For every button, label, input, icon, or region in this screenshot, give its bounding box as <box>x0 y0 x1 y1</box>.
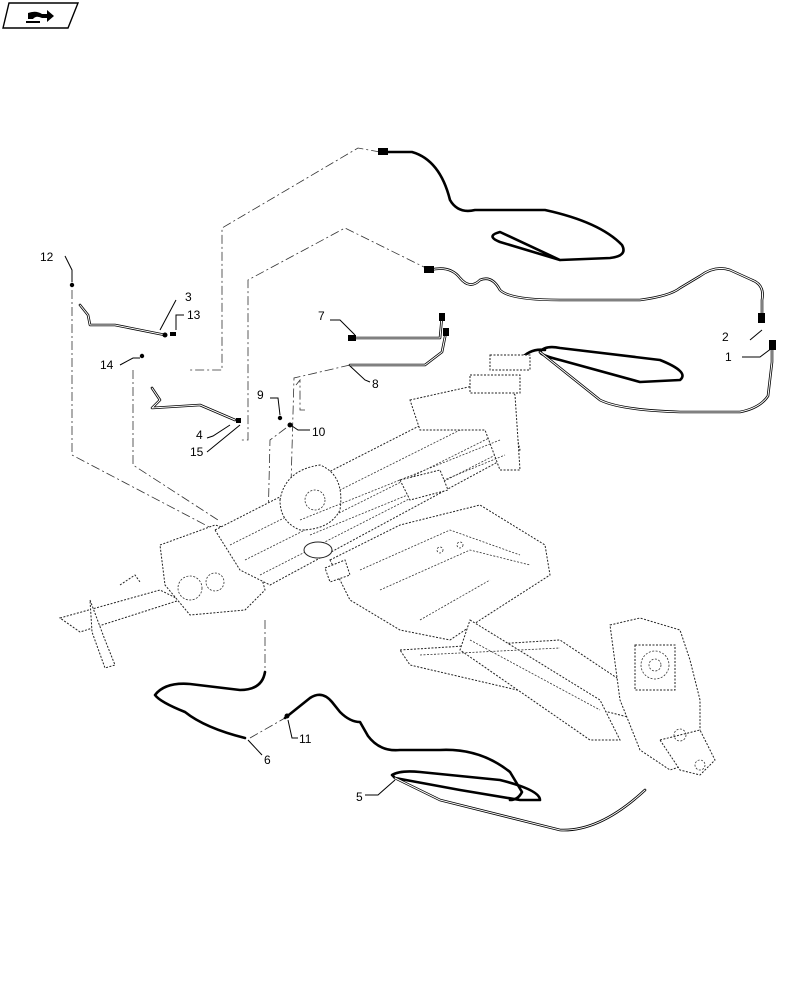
callout-14: 14 <box>100 358 114 372</box>
tube-part-7 <box>348 313 445 341</box>
fitting-part-11 <box>284 713 290 719</box>
fitting-part-14 <box>139 353 145 359</box>
tube-part-2 <box>378 148 765 323</box>
tube-part-4 <box>150 386 237 422</box>
fitting-part-13 <box>170 332 176 336</box>
callout-2: 2 <box>722 330 729 344</box>
tube-part-6 <box>153 670 524 802</box>
callout-12: 12 <box>40 250 54 264</box>
book-arrow-icon[interactable] <box>2 2 80 29</box>
tube-part-3 <box>78 303 168 338</box>
fittings <box>69 282 293 719</box>
leader-lines <box>64 255 773 796</box>
fitting-part-15 <box>236 418 241 423</box>
fitting-part-10 <box>287 422 293 428</box>
machine-frame <box>58 354 716 776</box>
callout-5: 5 <box>356 790 363 804</box>
fitting-part-12 <box>69 282 75 288</box>
tube-part-5 <box>390 770 647 832</box>
tube-part-1 <box>518 340 776 414</box>
callout-1: 1 <box>725 350 732 364</box>
assembly-centerlines <box>71 147 431 739</box>
callout-8: 8 <box>372 377 379 391</box>
callout-15: 15 <box>190 445 204 459</box>
fitting-part-9 <box>277 415 283 421</box>
callout-10: 10 <box>312 425 326 439</box>
callout-13: 13 <box>187 308 201 322</box>
callout-3: 3 <box>185 290 192 304</box>
callout-9: 9 <box>257 388 264 402</box>
tube-part-8 <box>348 328 449 367</box>
callout-6: 6 <box>264 753 271 767</box>
callout-11: 11 <box>299 732 312 746</box>
callout-4: 4 <box>196 428 203 442</box>
callouts: 2 1 3 13 4 15 7 8 9 10 12 14 6 11 5 <box>40 250 732 804</box>
callout-7: 7 <box>318 309 325 323</box>
